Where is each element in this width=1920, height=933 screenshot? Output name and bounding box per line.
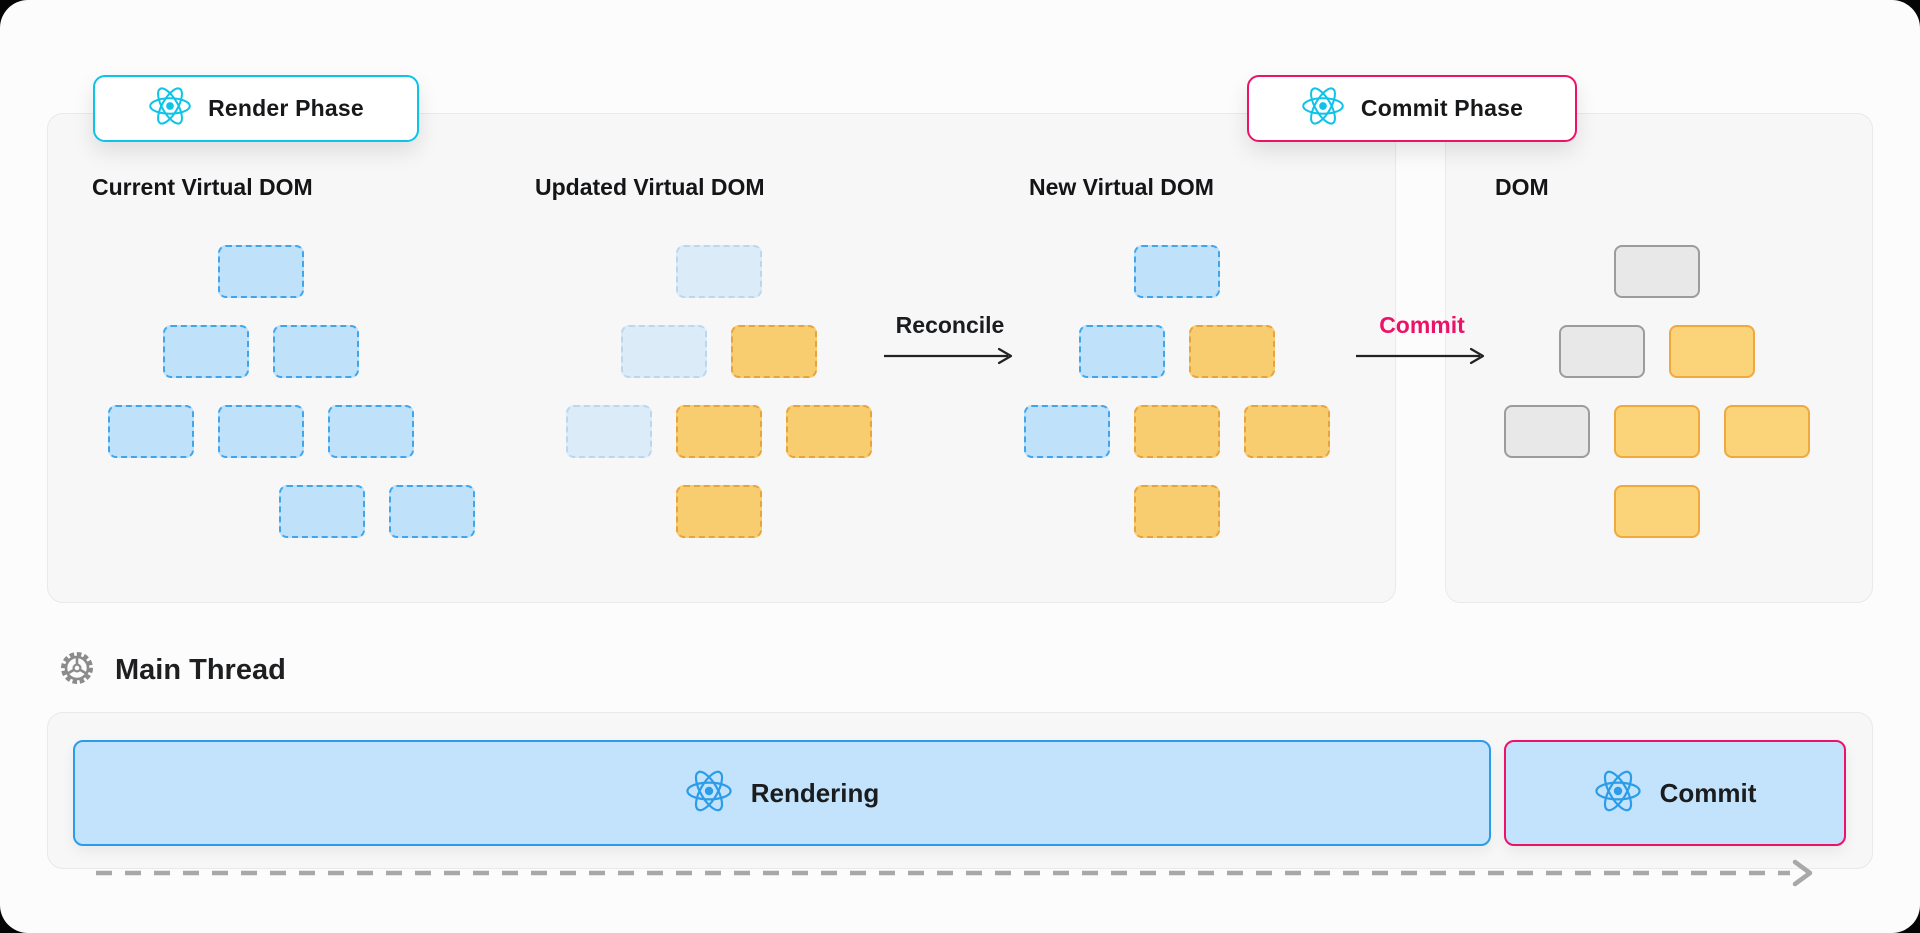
react-icon (1594, 767, 1642, 820)
current-vdom-title: Current Virtual DOM (92, 174, 313, 200)
dom-row (1457, 485, 1857, 538)
commit-bar: Commit (1504, 740, 1846, 846)
dom-node-orange-solid (1614, 485, 1700, 538)
dom-node-gray (1559, 325, 1645, 378)
main-thread-label: Main Thread (115, 654, 286, 686)
new-vdom-title: New Virtual DOM (1029, 174, 1214, 200)
main-thread-heading: Main Thread (57, 648, 286, 693)
reconcile-label: Reconcile (895, 312, 1005, 338)
dom-title: DOM (1495, 174, 1549, 200)
dom-row (1457, 245, 1857, 298)
new-vdom-node-blue (1079, 325, 1165, 378)
new-vdom-tree (977, 245, 1377, 565)
current-vdom-row (61, 245, 461, 298)
current-vdom-node-blue (163, 325, 249, 378)
rendering-bar: Rendering (73, 740, 1491, 846)
commit-arrow: Commit (1347, 312, 1497, 370)
updated-vdom-node-faded (566, 405, 652, 458)
updated-vdom-tree (519, 245, 919, 565)
current-vdom-row (177, 485, 577, 538)
render-phase-badge: Render Phase (93, 75, 419, 142)
current-vdom-node-blue (273, 325, 359, 378)
updated-vdom-row (519, 245, 919, 298)
current-vdom-tree (61, 245, 475, 565)
updated-vdom-node-faded (676, 245, 762, 298)
updated-vdom-node-orange (676, 405, 762, 458)
commit-phase-badge-label: Commit Phase (1360, 95, 1524, 121)
dom-node-gray (1504, 405, 1590, 458)
commit-label: Commit (1379, 312, 1465, 338)
current-vdom-row (61, 405, 461, 458)
current-vdom-node-blue (218, 245, 304, 298)
updated-vdom-title: Updated Virtual DOM (535, 174, 765, 200)
dom-node-gray (1614, 245, 1700, 298)
reconcile-arrow: Reconcile (875, 312, 1025, 370)
new-vdom-node-orange (1134, 485, 1220, 538)
dom-row (1457, 405, 1857, 458)
dom-node-orange-solid (1669, 325, 1755, 378)
new-vdom-node-orange (1189, 325, 1275, 378)
new-vdom-node-orange (1244, 405, 1330, 458)
current-vdom-node-blue (218, 405, 304, 458)
commit-phase-badge: Commit Phase (1247, 75, 1577, 142)
updated-vdom-row (519, 325, 919, 378)
dom-node-orange-solid (1614, 405, 1700, 458)
new-vdom-node-blue (1024, 405, 1110, 458)
updated-vdom-row (519, 405, 919, 458)
right-arrow-icon (1356, 347, 1485, 365)
current-vdom-node-blue (389, 485, 475, 538)
updated-vdom-node-orange (786, 405, 872, 458)
react-icon (148, 84, 192, 133)
right-arrow-icon (884, 347, 1013, 365)
current-vdom-row (61, 325, 461, 378)
react-icon (685, 767, 733, 820)
dom-tree (1457, 245, 1857, 565)
render-phase-badge-label: Render Phase (208, 95, 364, 121)
new-vdom-row (977, 245, 1377, 298)
commit-bar-label: Commit (1659, 777, 1757, 808)
updated-vdom-node-orange (731, 325, 817, 378)
updated-vdom-row (519, 485, 919, 538)
timeline-dashed-arrow (96, 859, 1813, 887)
react-icon (1301, 84, 1345, 133)
new-vdom-node-orange (1134, 405, 1220, 458)
updated-vdom-node-orange (676, 485, 762, 538)
rendering-bar-label: Rendering (750, 777, 880, 808)
current-vdom-node-blue (328, 405, 414, 458)
dom-row (1457, 325, 1857, 378)
current-vdom-node-blue (279, 485, 365, 538)
updated-vdom-node-faded (621, 325, 707, 378)
gear-icon (57, 648, 97, 693)
new-vdom-row (977, 405, 1377, 458)
current-vdom-node-blue (108, 405, 194, 458)
new-vdom-row (977, 485, 1377, 538)
new-vdom-node-blue (1134, 245, 1220, 298)
dom-node-orange-solid (1724, 405, 1810, 458)
new-vdom-row (977, 325, 1377, 378)
